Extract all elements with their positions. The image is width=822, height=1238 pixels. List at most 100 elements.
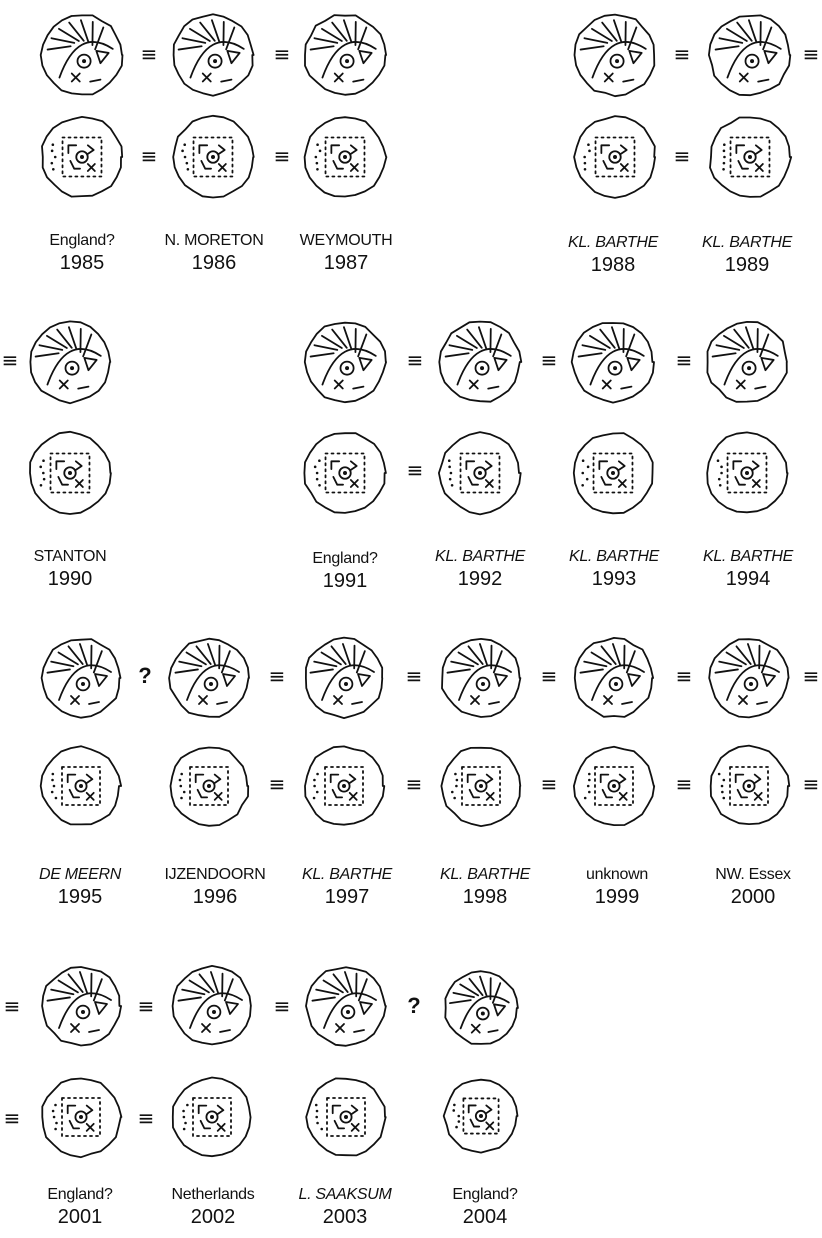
coin-reverse-1996 [165, 742, 253, 830]
find-place: NW. Essex [678, 866, 822, 884]
coin-reverse-1993 [568, 428, 658, 518]
find-year: 2004 [410, 1206, 560, 1228]
find-label: DE MEERN 1995 [5, 866, 155, 908]
coin-reverse-2000 [705, 742, 793, 830]
find-label: KL. BARTHE 1997 [272, 866, 422, 908]
equivalence-sign: ≡ [672, 146, 692, 166]
coin-obverse-1986 [168, 10, 258, 100]
find-label: England?1985 [7, 232, 157, 274]
find-year: 1997 [272, 886, 422, 908]
find-year: 2001 [5, 1206, 155, 1228]
find-place: KL. BARTHE [672, 234, 822, 252]
equivalence-sign: ≡ [674, 774, 694, 794]
coin-obverse-2000 [705, 634, 793, 722]
equivalence-sign: ≡ [539, 666, 559, 686]
find-label: IJZENDOORN 1996 [140, 866, 290, 908]
find-year: 1992 [405, 568, 555, 590]
coin-obverse-2004 [440, 967, 522, 1049]
coin-obverse-2001 [37, 962, 125, 1050]
coin-obverse-1992 [435, 317, 525, 407]
find-year: 1991 [270, 570, 420, 592]
find-year: 1999 [542, 886, 692, 908]
find-year: 1986 [139, 252, 289, 274]
find-year: 1995 [5, 886, 155, 908]
find-place: England? [7, 232, 157, 250]
coin-obverse-1994 [702, 317, 792, 407]
find-year: 1996 [140, 886, 290, 908]
equivalence-sign: ≡ [267, 666, 287, 686]
coin-reverse-2003 [302, 1073, 390, 1161]
coin-reverse-1986 [168, 112, 258, 202]
find-place: KL. BARTHE [272, 866, 422, 884]
coin-obverse-1993 [568, 317, 658, 407]
find-label: England? 1991 [270, 550, 420, 592]
coin-reverse-1994 [702, 428, 792, 518]
find-place: KL. BARTHE [405, 548, 555, 566]
find-place: England? [270, 550, 420, 568]
find-year: 1994 [673, 568, 822, 590]
equivalence-sign: ≡ [674, 666, 694, 686]
coin-obverse-2002 [168, 962, 256, 1050]
coin-obverse-2003 [302, 962, 390, 1050]
find-label: KL. BARTHE 1992 [405, 548, 555, 590]
coin-reverse-1990 [25, 428, 115, 518]
find-place: N. MORETON [139, 232, 289, 250]
equivalence-sign: ≡ [672, 44, 692, 64]
uncertain-link-sign: ? [404, 996, 424, 1016]
uncertain-link-sign: ? [135, 666, 155, 686]
coin-obverse-1997 [300, 634, 388, 722]
find-year: 1987 [271, 252, 421, 274]
equivalence-sign: ≡ [405, 350, 425, 370]
equivalence-sign: ≡ [272, 996, 292, 1016]
equivalence-sign: ≡ [801, 44, 821, 64]
equivalence-sign: ≡ [139, 146, 159, 166]
coin-reverse-2001 [37, 1073, 125, 1161]
coin-obverse-1995 [37, 634, 125, 722]
equivalence-sign: ≡ [674, 350, 694, 370]
coin-obverse-1991 [300, 317, 390, 407]
coin-obverse-1996 [165, 634, 253, 722]
equivalence-sign: ≡ [272, 44, 292, 64]
find-label: WEYMOUTH 1987 [271, 232, 421, 274]
equivalence-sign: ≡ [139, 44, 159, 64]
equivalence-sign: ≡ [404, 666, 424, 686]
find-label: KL. BARTHE 1994 [673, 548, 822, 590]
equivalence-sign: ≡ [404, 774, 424, 794]
coin-reverse-1989 [705, 112, 795, 202]
equivalence-sign: ≡ [2, 1108, 22, 1128]
coin-reverse-2004 [440, 1075, 522, 1157]
find-label: NW. Essex 2000 [678, 866, 822, 908]
find-year: 2000 [678, 886, 822, 908]
coin-reverse-1985 [37, 112, 127, 202]
find-place: DE MEERN [5, 866, 155, 884]
equivalence-sign: ≡ [405, 460, 425, 480]
equivalence-sign: ≡ [136, 996, 156, 1016]
coin-obverse-1985 [37, 10, 127, 100]
equivalence-sign: ≡ [272, 146, 292, 166]
find-place: unknown [542, 866, 692, 884]
coin-obverse-1990 [25, 317, 115, 407]
find-place: KL. BARTHE [538, 234, 688, 252]
find-label: unknown 1999 [542, 866, 692, 908]
find-place: L. SAAKSUM [270, 1186, 420, 1204]
find-year: 1990 [0, 568, 145, 590]
find-label: England?2001 [5, 1186, 155, 1228]
coin-reverse-1995 [37, 742, 125, 830]
coin-obverse-1998 [437, 634, 525, 722]
find-year: 2002 [138, 1206, 288, 1228]
coin-reverse-1999 [570, 742, 658, 830]
find-year: 1988 [538, 254, 688, 276]
find-place: WEYMOUTH [271, 232, 421, 250]
coin-reverse-1992 [435, 428, 525, 518]
find-place: IJZENDOORN [140, 866, 290, 884]
coin-obverse-1988 [570, 10, 660, 100]
find-place: KL. BARTHE [673, 548, 822, 566]
equivalence-sign: ≡ [2, 996, 22, 1016]
equivalence-sign: ≡ [267, 774, 287, 794]
find-label: England?2004 [410, 1186, 560, 1228]
